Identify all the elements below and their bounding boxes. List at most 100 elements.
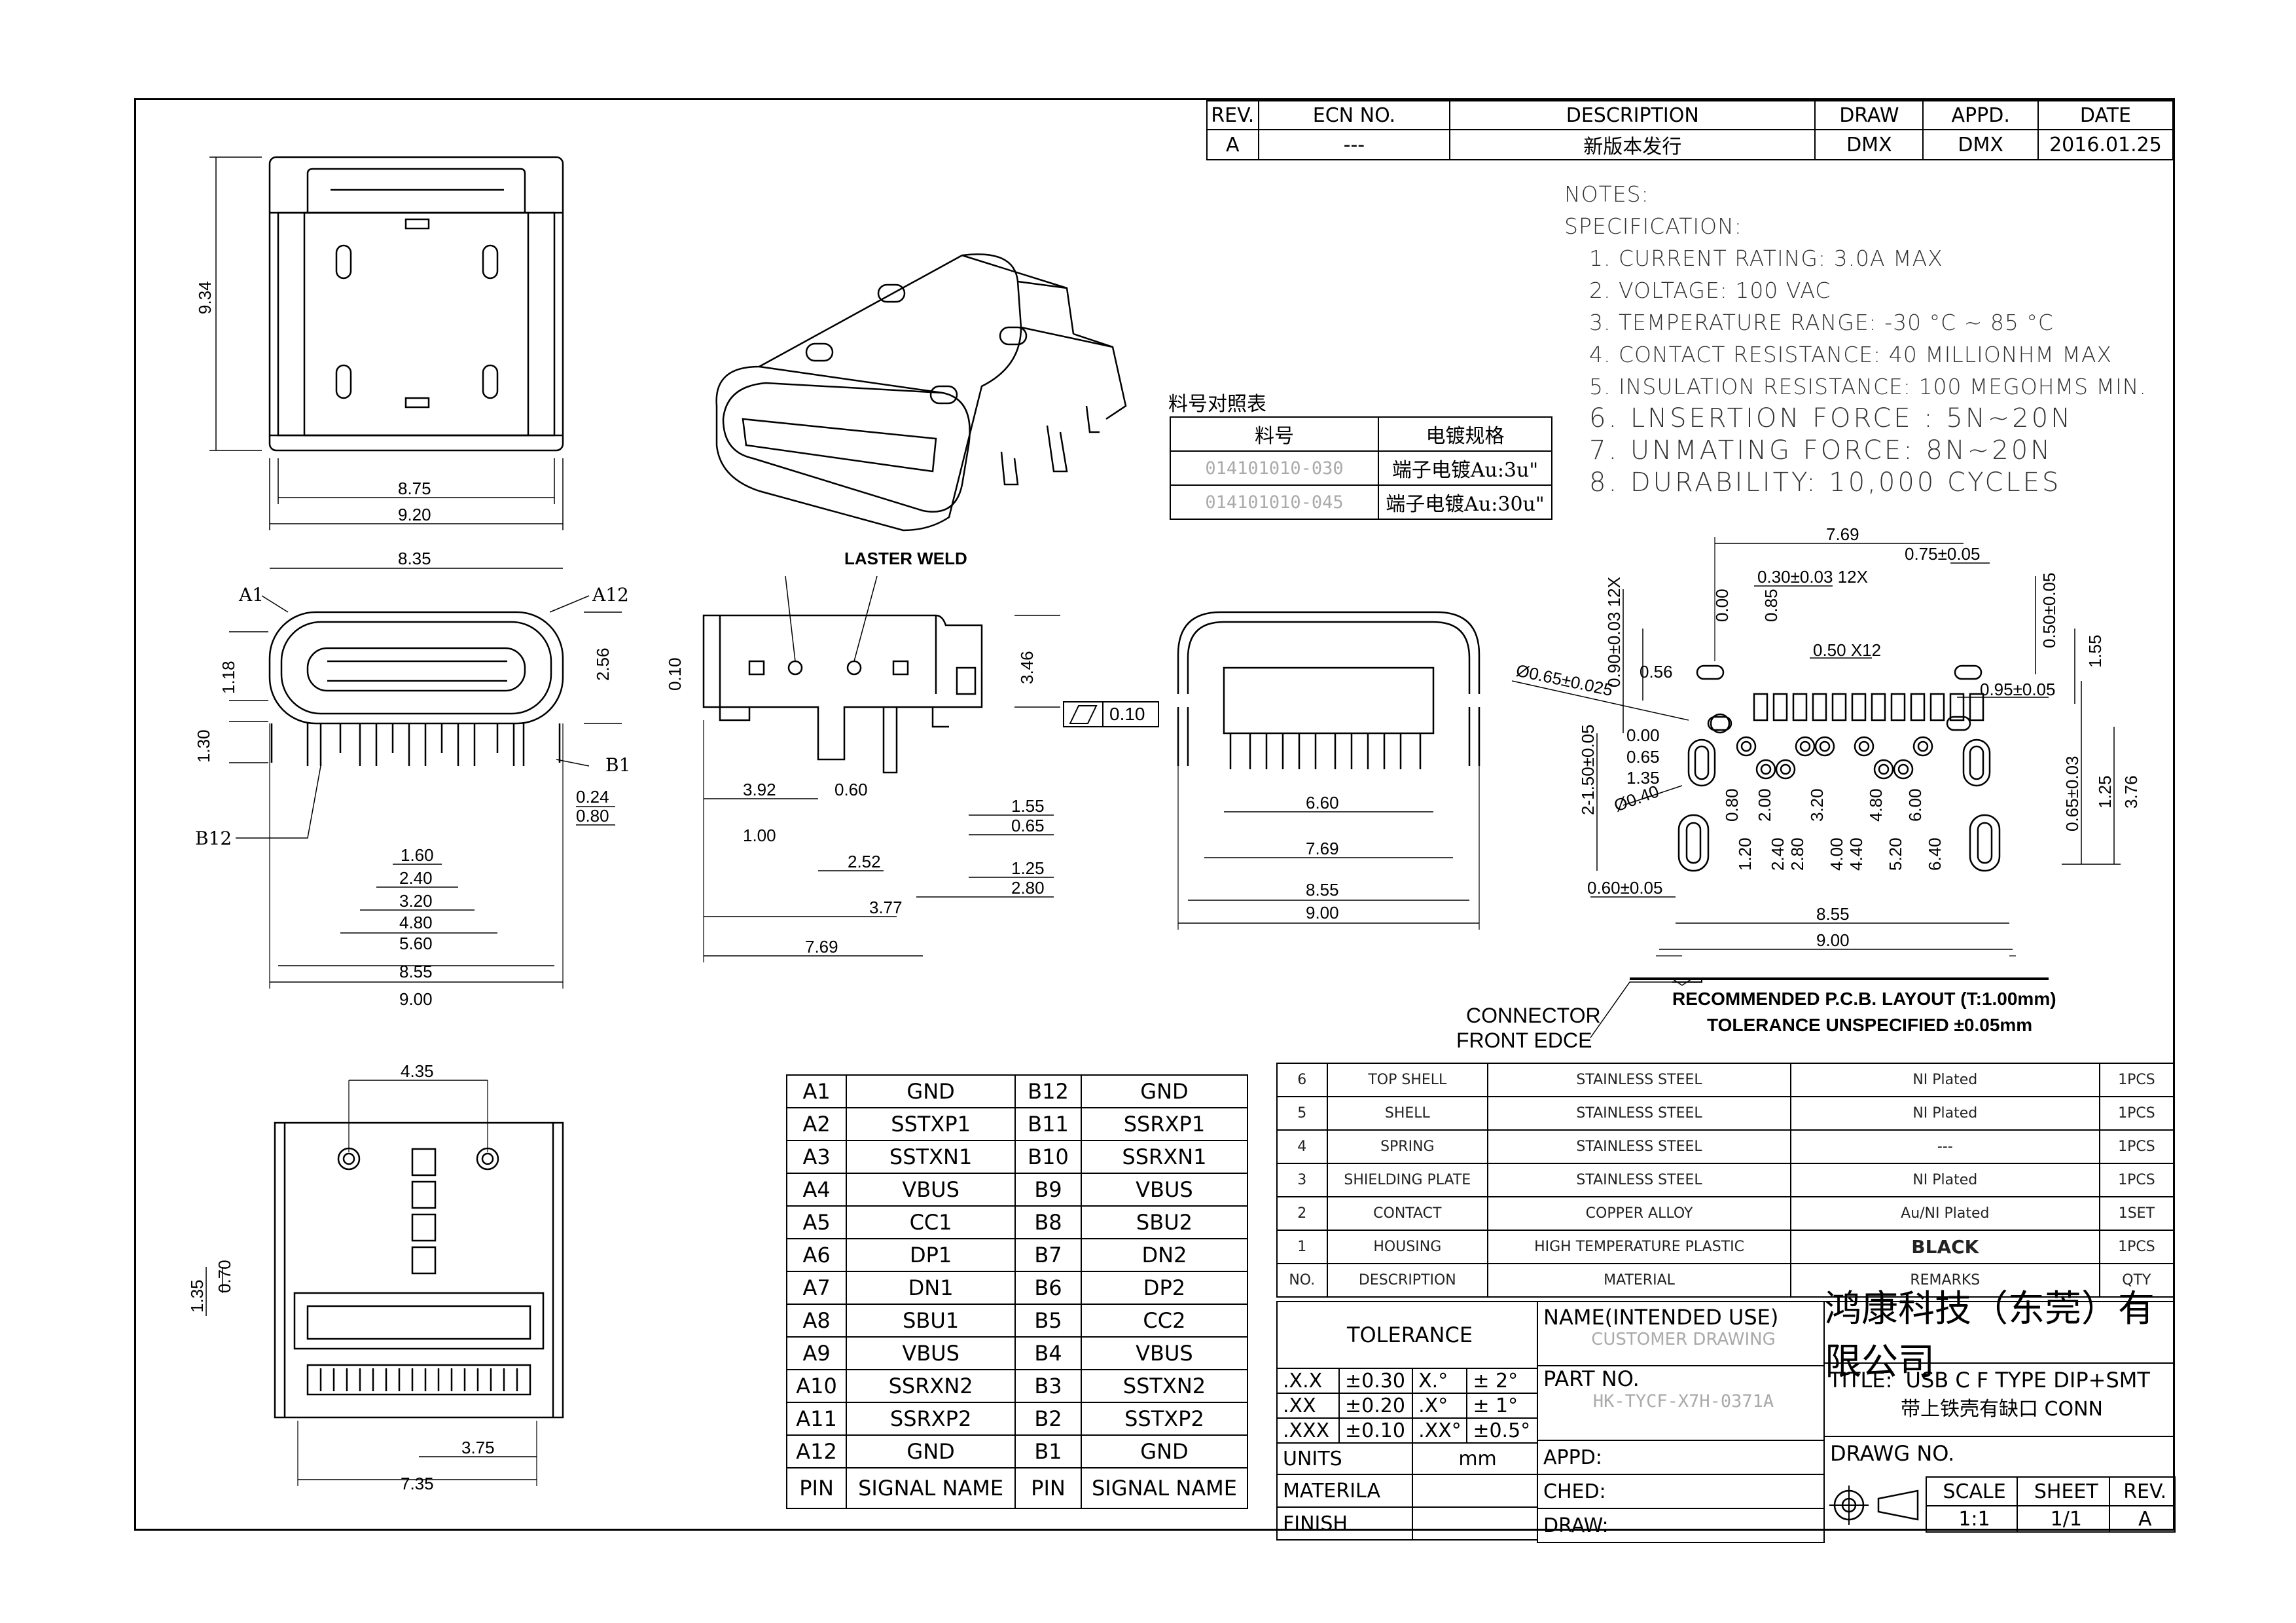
dim-label: 3.46	[1017, 651, 1037, 684]
pin-id: A7	[785, 1271, 848, 1305]
dim-label: 2.40	[1768, 837, 1787, 871]
dim-label: 2-1.50±0.05	[1578, 724, 1598, 815]
dim-label: 1.00	[743, 826, 776, 845]
signal-name: GND	[1080, 1434, 1249, 1468]
part-number: 014101010-045	[1170, 484, 1379, 520]
item-no: 4	[1276, 1129, 1328, 1164]
dim-label: 0.70	[215, 1260, 234, 1293]
dim-label: 1.25	[1011, 858, 1045, 878]
dim-label: 0.10	[665, 657, 685, 691]
dim-label: 0.65±0.03	[2062, 756, 2082, 831]
name-part-table: NAME(INTENDED USE) CUSTOMER DRAWING PART…	[1537, 1301, 1825, 1543]
dim-label: 2.80	[1787, 837, 1807, 871]
ecn-header: ECN NO.	[1257, 100, 1451, 130]
dim-label: 3.20	[399, 891, 433, 911]
pin-id: B11	[1014, 1107, 1082, 1141]
signal-name: SBU1	[846, 1304, 1016, 1338]
scale-value: 1:1	[1925, 1505, 2018, 1533]
dim-label: 8.75	[398, 479, 431, 498]
dim-label: 1.35	[187, 1279, 207, 1313]
item-remarks: NI Plated	[1789, 1163, 2100, 1197]
signal-name: SSTXN2	[1080, 1369, 1249, 1403]
date-header: DATE	[2037, 100, 2174, 130]
appd-header: APPD.	[1922, 100, 2039, 130]
pin-id: A2	[785, 1107, 848, 1141]
signal-name: DP2	[1080, 1271, 1249, 1305]
tol-cell: ±0.5°	[1466, 1417, 1538, 1444]
dim-label: 0.50 X12	[1813, 640, 1881, 660]
sheet-label: SHEET	[2017, 1476, 2111, 1506]
tol-cell: ± 2°	[1466, 1368, 1538, 1394]
revision-block: REV. ECN NO. DESCRIPTION DRAW APPD. DATE…	[1206, 100, 2174, 160]
dim-label: 3.77	[869, 898, 903, 917]
tol-cell: .XXX	[1276, 1417, 1340, 1444]
sheet-value: 1/1	[2017, 1505, 2111, 1533]
title-label: TITLE:	[1829, 1368, 1893, 1393]
part-label: PART NO.	[1543, 1366, 1640, 1391]
dim-label: 8.55	[1306, 880, 1339, 900]
dim-label: 8.55	[399, 962, 433, 981]
name-value: CUSTOMER DRAWING	[1591, 1330, 1776, 1349]
dim-label: 9.00	[1306, 903, 1339, 922]
signal-name: DN2	[1080, 1238, 1249, 1272]
tol-cell: .XX°	[1412, 1417, 1468, 1444]
units-value: mm	[1412, 1442, 1538, 1475]
dim-label: 0.65	[1626, 747, 1660, 767]
drawg-label: DRAWG NO.	[1830, 1441, 1955, 1466]
column-header: QTY	[2098, 1263, 2175, 1298]
item-description: SPRING	[1326, 1129, 1489, 1164]
dim-label: 0.00	[1626, 725, 1660, 745]
column-header: MATERIAL	[1487, 1263, 1791, 1298]
part-number: 014101010-030	[1170, 450, 1379, 486]
signal-name: CC2	[1080, 1304, 1249, 1338]
units-label: UNITS	[1276, 1442, 1414, 1475]
rev-value: A	[1206, 129, 1259, 160]
connector-front-label: CONNECTOR	[1466, 1004, 1601, 1027]
notes-subtitle: SPECIFICATION:	[1564, 213, 1742, 239]
draw-label: DRAW:	[1537, 1508, 1825, 1543]
dim-label: 2.80	[1011, 878, 1045, 898]
signal-name: VBUS	[1080, 1336, 1249, 1370]
flatness-value: 0.10	[1109, 704, 1145, 724]
dim-label: 6.00	[1905, 788, 1925, 822]
connector-front-label: FRONT EDCE	[1456, 1029, 1592, 1052]
tol-cell: .X°	[1412, 1393, 1468, 1419]
tol-cell: ±0.30	[1338, 1368, 1414, 1394]
ecn-value: ---	[1257, 129, 1451, 160]
cross-ref-header: 电镀规格	[1378, 416, 1552, 452]
pin-id: B6	[1014, 1271, 1082, 1305]
dim-label: 0.56	[1640, 662, 1673, 682]
top-view	[209, 156, 564, 530]
column-header: PIN	[1014, 1467, 1082, 1509]
dim-label: 7.69	[1826, 524, 1859, 544]
dim-label: Ø0.65±0.025	[1515, 661, 1615, 701]
description-header: DESCRIPTION	[1449, 100, 1816, 130]
dim-label: 1.25	[2095, 775, 2115, 809]
cross-ref-title: 料号对照表	[1168, 393, 1266, 416]
pin-id: A6	[785, 1238, 848, 1272]
pin-id: A5	[785, 1205, 848, 1239]
item-no: 6	[1276, 1063, 1328, 1097]
item-no: 1	[1276, 1230, 1328, 1264]
date-value: 2016.01.25	[2037, 129, 2174, 160]
title-block: TOLERANCE .X.X ±0.30 X.° ± 2° .XX ±0.20 …	[1276, 1288, 2176, 1543]
pin-id: B7	[1014, 1238, 1082, 1272]
signal-name: SBU2	[1080, 1205, 1249, 1239]
bottom-view	[206, 1080, 564, 1486]
item-material: HIGH TEMPERATURE PLASTIC	[1487, 1230, 1791, 1264]
dim-label: 8.35	[398, 549, 431, 568]
dim-label: 1.55	[1011, 796, 1045, 816]
signal-name: SSTXN1	[846, 1140, 1016, 1174]
dim-label: 4.00	[1827, 837, 1846, 871]
pin-id: B12	[1014, 1074, 1082, 1108]
dim-label: 0.80	[576, 806, 609, 826]
pin-id: A1	[785, 1074, 848, 1108]
